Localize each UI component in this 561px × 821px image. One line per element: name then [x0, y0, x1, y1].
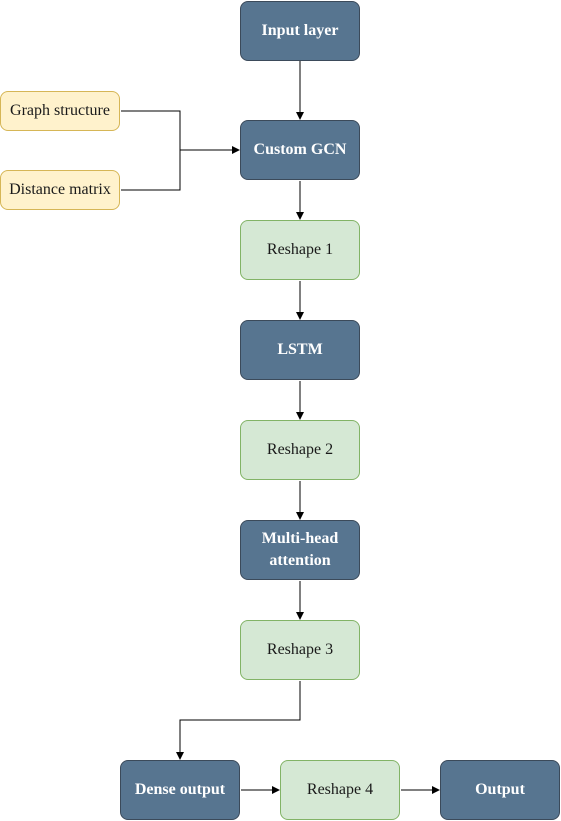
- reshape-3-label: Reshape 3: [266, 641, 334, 658]
- dense-output-label: Dense output: [134, 781, 226, 798]
- output-label: Output: [475, 781, 525, 798]
- reshape-4-node[interactable]: Reshape 4: [280, 760, 400, 820]
- lstm-label: LSTM: [277, 341, 323, 358]
- graph-structure-label: Graph structure: [10, 102, 110, 119]
- input-layer-label: Input layer: [261, 22, 339, 39]
- reshape-2-node[interactable]: Reshape 2: [240, 420, 360, 480]
- distance-matrix-label: Distance matrix: [9, 181, 111, 198]
- multi-head-attention-label: Multi-head attention: [261, 530, 339, 569]
- custom-gcn-label: Custom GCN: [253, 141, 347, 158]
- custom-gcn-node[interactable]: Custom GCN: [240, 120, 360, 180]
- lstm-node[interactable]: LSTM: [240, 320, 360, 380]
- reshape-1-node[interactable]: Reshape 1: [240, 220, 360, 280]
- multi-head-attention-node[interactable]: Multi-head attention: [240, 520, 360, 580]
- distance-matrix-node[interactable]: Distance matrix: [0, 170, 120, 210]
- edge-graph-structure-to-merge: [121, 110, 181, 150]
- input-layer-node[interactable]: Input layer: [240, 1, 360, 61]
- edge-reshape3-to-dense: [176, 681, 301, 760]
- graph-structure-node[interactable]: Graph structure: [0, 91, 120, 131]
- output-node[interactable]: Output: [440, 760, 560, 820]
- reshape-1-label: Reshape 1: [266, 241, 334, 258]
- dense-output-node[interactable]: Dense output: [120, 760, 240, 820]
- reshape-4-label: Reshape 4: [306, 781, 374, 798]
- reshape-2-label: Reshape 2: [266, 441, 334, 458]
- edge-distance-matrix-to-merge: [121, 150, 181, 191]
- reshape-3-node[interactable]: Reshape 3: [240, 620, 360, 680]
